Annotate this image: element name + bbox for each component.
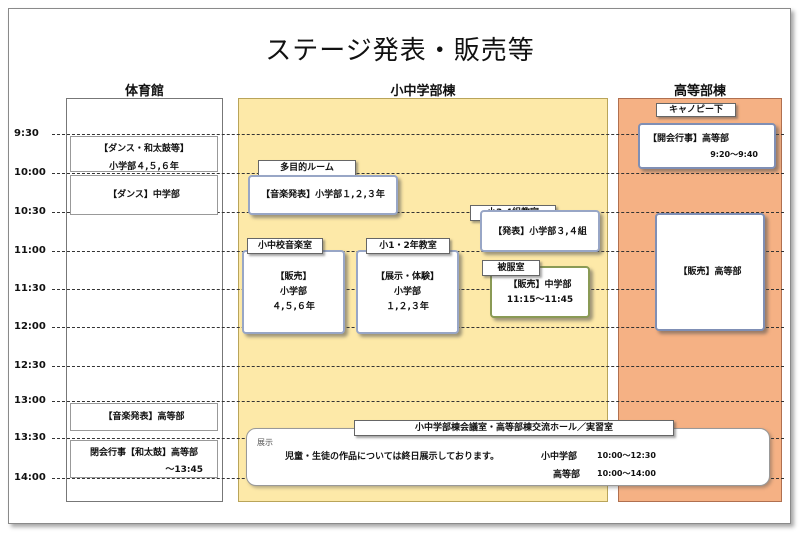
exhibit-description: 児童・生徒の作品については終日展示しております。 <box>285 452 500 462</box>
grid-line <box>52 134 784 135</box>
event-detail: 小学部 <box>393 287 421 297</box>
room-label-canopy: キャノピー下 <box>656 103 736 117</box>
event-music-elementary: 【音楽発表】小学部１,２,３年 <box>248 175 398 215</box>
event-presentation-class34: 【発表】小学部３,４組 <box>480 210 600 252</box>
exhibit-time-1: 10:00～12:30 <box>597 451 656 460</box>
event-title: 【開会行事】高等部 <box>648 134 730 144</box>
event-opening-ceremony: 【開会行事】高等部 9:20～9:40 <box>638 123 776 169</box>
time-label: 10:30 <box>14 206 46 217</box>
time-label: 13:30 <box>14 432 46 443</box>
time-label: 11:00 <box>14 245 46 256</box>
time-label: 9:30 <box>14 128 39 139</box>
event-time: 9:20～9:40 <box>710 150 758 159</box>
event-title: 【販売】 <box>275 272 312 282</box>
grid-line <box>52 366 784 367</box>
event-title: 閉会行事【和太鼓】高等部 <box>89 448 198 458</box>
event-dance-taiko: 【ダンス・和太鼓等】 小学部４,５,６年 <box>70 136 218 172</box>
room-label-music-room: 小中校音楽室 <box>247 238 323 254</box>
time-label: 10:00 <box>14 167 46 178</box>
grid-line <box>52 212 784 213</box>
event-time: ～13:45 <box>165 465 203 475</box>
exhibit-time-2: 10:00～14:00 <box>597 469 656 478</box>
exhibit-name-2: 高等部 <box>553 470 581 480</box>
room-label-exhibit: 小中学部棟会議室・高等部棟交流ホール／実習室 <box>354 420 674 436</box>
event-title: 【販売】中学部 <box>508 280 572 290</box>
room-label-class12: 小1・2年教室 <box>366 238 450 254</box>
time-label: 12:30 <box>14 360 46 371</box>
time-label: 13:00 <box>14 395 46 406</box>
exhibit-logo: 展示 <box>257 438 273 447</box>
event-sale-high: 【販売】高等部 <box>655 213 765 331</box>
event-dance-jhs: 【ダンス】中学部 <box>70 175 218 215</box>
event-sale-elementary: 【販売】 小学部 ４,５,６年 <box>242 250 345 334</box>
time-label: 14:00 <box>14 472 46 483</box>
event-detail: 小学部４,５,６年 <box>109 162 179 172</box>
event-exhibition-allday: 展示 児童・生徒の作品については終日展示しております。 小中学部 10:00～1… <box>246 428 770 486</box>
column-header-high: 高等部棟 <box>673 84 726 99</box>
time-label: 11:30 <box>14 283 46 294</box>
grid-line <box>52 401 784 402</box>
column-header-gym: 体育館 <box>124 84 164 99</box>
grid-line <box>52 173 784 174</box>
event-closing-ceremony: 閉会行事【和太鼓】高等部 ～13:45 <box>70 440 218 478</box>
page-title: ステージ発表・販売等 <box>265 36 535 66</box>
event-exhibit-experience: 【展示・体験】 小学部 １,２,３年 <box>356 250 459 334</box>
event-time: 11:15～11:45 <box>506 295 574 305</box>
event-title: 【ダンス・和太鼓等】 <box>99 144 189 154</box>
column-header-middle: 小中学部棟 <box>390 84 456 99</box>
event-detail: 小学部 <box>279 287 307 297</box>
time-label: 12:00 <box>14 321 46 332</box>
room-label-clothing: 被服室 <box>482 260 540 276</box>
event-detail: ４,５,６年 <box>272 302 315 312</box>
event-title: 【展示・体験】 <box>375 272 439 282</box>
event-detail: １,２,３年 <box>386 302 429 312</box>
room-label-multipurpose: 多目的ルーム <box>258 160 356 176</box>
exhibit-name-1: 小中学部 <box>541 452 578 462</box>
event-music-high: 【音楽発表】高等部 <box>70 403 218 431</box>
